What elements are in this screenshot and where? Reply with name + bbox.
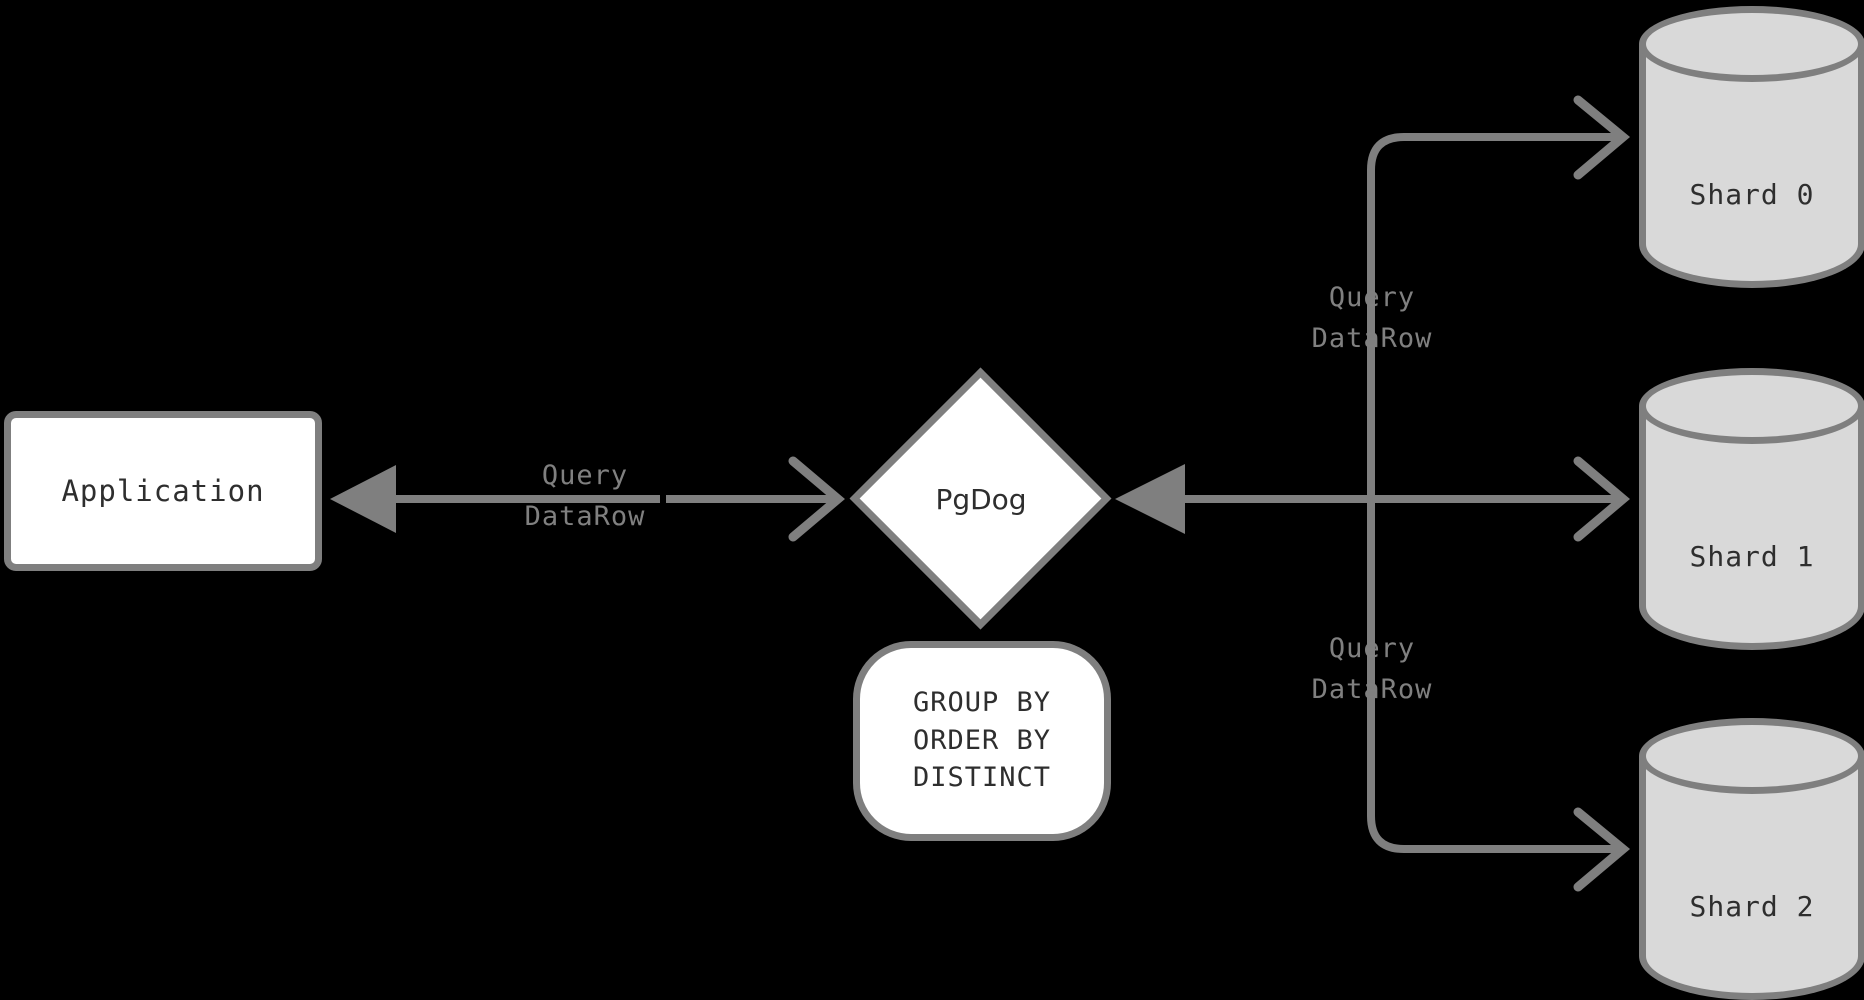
- edge-label-pgdog-shard2-line1: Query: [1328, 633, 1416, 664]
- node-operations[interactable]: GROUP BY ORDER BY DISTINCT: [853, 641, 1111, 841]
- node-shard-1[interactable]: Shard 1: [1639, 368, 1864, 650]
- node-shard-2-label: Shard 2: [1689, 890, 1815, 923]
- edge-label-pgdog-shard2-line2: DataRow: [1311, 673, 1433, 705]
- node-application[interactable]: Application: [4, 411, 322, 571]
- cylinder-body: [1639, 756, 1864, 1000]
- operation-group-by: GROUP BY: [912, 687, 1052, 719]
- node-pgdog[interactable]: PgDog: [849, 367, 1112, 630]
- arrowhead-filled-left: [330, 465, 396, 533]
- edge-label-pgdog-shard0-line1: Query: [1328, 282, 1416, 313]
- edge-label-pgdog-shard2: Query DataRow: [1252, 629, 1492, 710]
- edge-label-app-pgdog-line1: Query: [541, 460, 629, 491]
- operation-order-by: ORDER BY: [912, 724, 1052, 756]
- node-shard-2[interactable]: Shard 2: [1639, 718, 1864, 1000]
- operation-distinct: DISTINCT: [912, 762, 1052, 794]
- edge-shards-to-pgdog: [1115, 464, 1370, 534]
- node-pgdog-label: PgDog: [935, 482, 1027, 516]
- arrowhead-open-right: [1573, 807, 1631, 892]
- cylinder-body: [1639, 406, 1864, 650]
- arrowhead-open-right: [788, 456, 845, 542]
- edge-label-pgdog-shard0-line2: DataRow: [1311, 322, 1433, 354]
- arrowhead-open-right: [1573, 95, 1631, 180]
- cylinder-top-ellipse: [1639, 368, 1864, 444]
- node-application-label: Application: [61, 474, 265, 508]
- cylinder-top-ellipse: [1639, 6, 1864, 82]
- arrowhead-open-right: [1573, 456, 1630, 542]
- node-shard-0[interactable]: Shard 0: [1639, 6, 1864, 288]
- cylinder-body: [1639, 44, 1864, 288]
- node-shard-1-label: Shard 1: [1689, 540, 1815, 573]
- edge-label-app-pgdog: Query DataRow: [465, 456, 705, 537]
- arrowhead-filled-left: [1115, 464, 1185, 534]
- node-shard-0-label: Shard 0: [1689, 178, 1815, 211]
- cylinder-top-ellipse: [1639, 718, 1864, 794]
- edge-label-app-pgdog-line2: DataRow: [524, 500, 646, 532]
- edge-pgdog-to-shard1: [1340, 456, 1630, 542]
- edge-label-pgdog-shard0: Query DataRow: [1252, 278, 1492, 359]
